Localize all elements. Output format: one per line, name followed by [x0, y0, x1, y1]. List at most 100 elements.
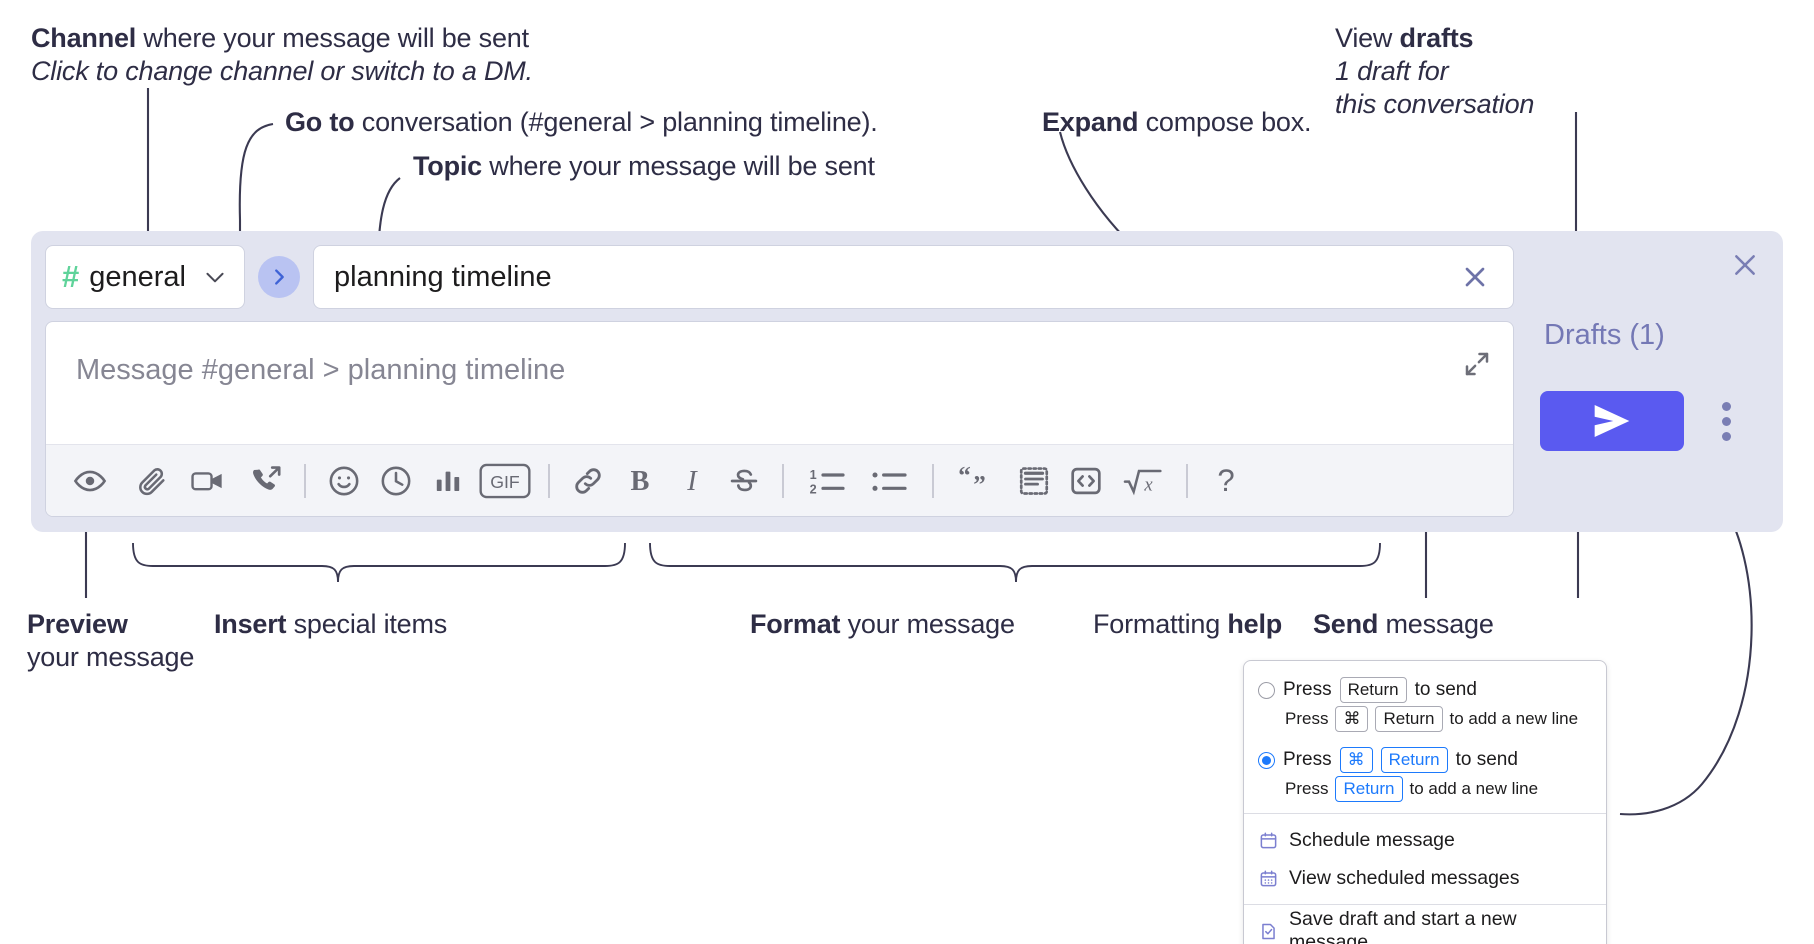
topic-input[interactable]: planning timeline [313, 245, 1514, 309]
annotation-drafts-bold: drafts [1399, 23, 1474, 53]
chevron-right-icon [275, 269, 284, 285]
hash-icon: # [62, 258, 80, 294]
close-compose-button[interactable] [1727, 247, 1763, 283]
leader-line-compose-menu [1619, 499, 1753, 816]
message-placeholder: Message #general > planning timeline [76, 354, 566, 386]
annotation-insert-rest: special items [286, 609, 448, 639]
annotation-send: Send message [1313, 608, 1494, 641]
bold-label: B [631, 466, 650, 497]
annotation-goto-bold: Go to [285, 107, 355, 137]
send-shortcut-options: Press Return to send Press ⌘ Return to a… [1244, 661, 1606, 813]
toolbar-divider [932, 463, 934, 498]
annotation-topic-rest: where your message will be sent [482, 151, 875, 181]
gif-icon-shape: GIF [479, 463, 531, 498]
option2-key-return: Return [1380, 746, 1448, 774]
blockquote-shape: “ ” [958, 464, 986, 498]
blockquote-icon[interactable]: “ ” [946, 455, 1008, 507]
ordered-list-icon[interactable]: 1 2 [796, 455, 858, 507]
document-check-icon [1258, 921, 1278, 941]
compose-panel: # general planning timeline M [31, 231, 1783, 532]
message-input-box[interactable]: Message #general > planning timeline [45, 321, 1514, 517]
topic-value: planning timeline [334, 260, 552, 293]
option1-sub-press: Press [1285, 709, 1329, 728]
goto-conversation-button[interactable] [258, 256, 300, 298]
annotation-preview-bold: Preview [27, 609, 128, 639]
formatting-toolbar: GIF B I [46, 444, 1513, 516]
compose-main: # general planning timeline M [31, 231, 1528, 532]
option1-press: Press [1283, 679, 1332, 700]
attachment-icon[interactable] [126, 455, 178, 507]
svg-text:”: ” [973, 471, 986, 498]
annotation-channel: Channel where your message will be sent … [31, 22, 533, 88]
annotation-send-bold: Send [1313, 609, 1379, 639]
math-icon[interactable]: x [1112, 455, 1174, 507]
kebab-dot [1721, 401, 1731, 411]
annotation-help: Formatting help [1093, 608, 1282, 641]
menu-item-view-scheduled-messages[interactable]: View scheduled messages [1244, 859, 1606, 897]
send-icon [1594, 405, 1630, 437]
close-icon [1465, 267, 1485, 287]
annotation-format-bold: Format [750, 609, 841, 639]
clock-icon[interactable] [370, 455, 422, 507]
menu-item-schedule-message[interactable]: Schedule message [1244, 821, 1606, 859]
annotation-insert-bold: Insert [214, 609, 287, 639]
bulleted-list-icon[interactable] [858, 455, 920, 507]
italic-label: I [686, 466, 698, 497]
annotation-expand-rest: compose box. [1138, 107, 1312, 137]
schedule-group: Schedule message View scheduled messages [1244, 814, 1606, 904]
svg-text:“: “ [958, 464, 971, 490]
option2-sub-key-return: Return [1335, 775, 1403, 803]
option1-key-return: Return [1339, 676, 1407, 704]
poll-icon[interactable] [422, 455, 474, 507]
expand-compose-button[interactable] [1459, 346, 1495, 382]
menu-item-label: View scheduled messages [1289, 866, 1520, 889]
annotation-help-bold: help [1227, 609, 1283, 639]
annotation-preview-line2: your message [27, 641, 195, 672]
inline-code-icon[interactable] [1060, 455, 1112, 507]
bold-icon[interactable]: B [614, 455, 666, 507]
annotation-format: Format your message [750, 608, 1015, 641]
send-option-return[interactable]: Press Return to send Press ⌘ Return to a… [1244, 673, 1606, 733]
clear-topic-button[interactable] [1455, 257, 1495, 297]
link-icon[interactable] [562, 455, 614, 507]
brace-insert [132, 542, 626, 583]
italic-icon[interactable]: I [666, 455, 718, 507]
annotation-drafts-sub1: 1 draft for [1335, 55, 1449, 86]
annotation-goto-rest: conversation (#general > planning timeli… [354, 107, 878, 137]
annotation-drafts-pre: View [1335, 23, 1400, 53]
compose-options-button[interactable] [1708, 399, 1744, 443]
help-icon[interactable]: ? [1200, 455, 1252, 507]
svg-text:1: 1 [810, 468, 817, 482]
emoji-icon[interactable] [318, 455, 370, 507]
svg-text:x: x [1143, 474, 1153, 495]
annotation-drafts-sub2: this conversation [1335, 88, 1535, 119]
compose-side: Drafts (1) [1528, 231, 1783, 532]
send-option-cmd-return[interactable]: Press ⌘ Return to send Press Return to a… [1244, 743, 1606, 803]
preview-icon[interactable] [64, 455, 116, 507]
menu-divider [1244, 904, 1606, 905]
channel-selector[interactable]: # general [45, 245, 245, 309]
toolbar-divider [548, 463, 550, 498]
call-forward-icon[interactable] [240, 455, 292, 507]
annotation-insert: Insert special items [214, 608, 447, 641]
svg-text:2: 2 [810, 482, 817, 496]
send-button[interactable] [1540, 391, 1684, 451]
annotation-channel-bold: Channel [31, 23, 137, 53]
code-block-icon[interactable] [1008, 455, 1060, 507]
calendar-icon [1258, 830, 1278, 850]
toolbar-divider [304, 463, 306, 498]
video-icon[interactable] [178, 455, 240, 507]
gif-icon[interactable]: GIF [474, 455, 536, 507]
menu-item-save-draft[interactable]: Save draft and start a new message [1244, 908, 1606, 944]
strikethrough-icon[interactable] [718, 455, 770, 507]
drafts-link[interactable]: Drafts (1) [1544, 319, 1665, 351]
gif-label: GIF [490, 472, 520, 492]
annotation-topic-bold: Topic [413, 151, 482, 181]
menu-item-label: Schedule message [1289, 828, 1455, 851]
menu-divider [1244, 813, 1606, 814]
radio-return[interactable] [1258, 681, 1275, 699]
annotation-channel-rest: where your message will be sent [136, 23, 529, 53]
annotation-goto: Go to conversation (#general > planning … [285, 106, 878, 139]
radio-cmd-return[interactable] [1258, 751, 1275, 769]
